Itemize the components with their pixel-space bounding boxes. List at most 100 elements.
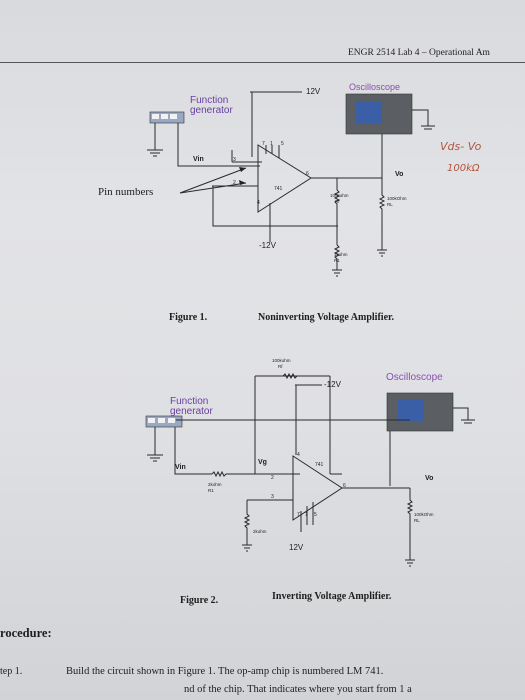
r-in-value: 2kohm xyxy=(208,482,222,487)
fig1-caption-title: Noninverting Voltage Amplifier. xyxy=(258,312,395,323)
fig2-oscilloscope-label: Oscilloscope xyxy=(386,372,443,383)
pin-numbers-label: Pin numbers xyxy=(98,186,154,198)
fg-label-line: Function xyxy=(190,95,229,106)
scope-ground xyxy=(412,109,435,130)
fig2-chip-label: 741 xyxy=(315,462,324,468)
fg-label-line: Function xyxy=(170,396,209,407)
fg-display xyxy=(148,418,155,423)
rl-value: 100kOhm xyxy=(387,196,407,201)
fig1-rf-label: 100kohm Rf xyxy=(330,193,349,205)
figure1-schematic xyxy=(147,91,435,277)
vin-wire xyxy=(174,427,212,475)
fig2-vin-label: Vin xyxy=(175,464,186,471)
feedback-wires xyxy=(254,376,331,474)
rf-value: 100kohm xyxy=(272,358,291,363)
r-in-name: R1 xyxy=(208,488,214,493)
opamp-triangle xyxy=(292,455,343,521)
fig2-vg-label: Vg xyxy=(258,459,267,466)
header-rule xyxy=(0,62,525,63)
rf-value: 100kohm xyxy=(330,193,349,198)
fg-label-line: generator xyxy=(170,406,213,417)
pin-stubs xyxy=(300,502,314,532)
r-in-resistor xyxy=(211,470,300,478)
fig2-caption-label: Figure 2. xyxy=(180,595,219,606)
fig2-pin-2: 2 xyxy=(271,475,274,481)
vin-wire xyxy=(177,123,260,167)
opamp-triangle xyxy=(257,144,312,213)
fig2-pos-supply: 12V xyxy=(289,543,304,552)
step-text: Build the circuit shown in Figure 1. The… xyxy=(66,666,384,677)
fig2-pin-5: 5 xyxy=(314,512,317,518)
rl-value: 100kOhm xyxy=(414,512,434,517)
fg-display xyxy=(168,418,175,423)
fig2-rl-label: 100kOhm RL xyxy=(414,512,434,524)
rl-name: RL xyxy=(387,202,393,207)
fig2-vo-label: Vo xyxy=(425,475,434,482)
fg-display xyxy=(170,114,177,119)
fig2-function-generator-label: Function generator xyxy=(170,397,213,417)
r1-name: R1 xyxy=(334,258,340,263)
fig2-rf-label: 100kohm Rf xyxy=(272,358,291,370)
fig1-rl-label: 100kOhm RL xyxy=(387,196,407,208)
output-wire xyxy=(311,177,382,190)
fig1-r1-label: 1kohm R1 xyxy=(334,252,348,264)
rl-resistor xyxy=(378,178,386,250)
fig1-oscilloscope-label: Oscilloscope xyxy=(349,82,401,92)
fig1-vo-label: Vo xyxy=(395,171,404,178)
pin-stubs xyxy=(265,145,280,158)
handwritten-resistance: 100kΩ xyxy=(447,163,480,174)
pin-pointer-arrows xyxy=(179,167,247,194)
rf-name: Rf xyxy=(335,199,340,204)
r1-ground xyxy=(332,269,342,277)
scope-screen xyxy=(356,101,382,123)
fig2-pin-7: 7 xyxy=(297,512,300,518)
fig2-pin-1: 1 xyxy=(305,512,308,518)
r-ground-resistor xyxy=(243,499,293,545)
fig1-pin-4: 4 xyxy=(257,200,260,206)
fig1-pin-7: 7 xyxy=(262,141,265,147)
r1-resistor xyxy=(333,244,341,270)
output-wire xyxy=(330,473,410,489)
scope-ground xyxy=(453,407,475,424)
course-header: ENGR 2514 Lab 4 – Operational Am xyxy=(348,48,490,58)
fg-ground xyxy=(147,427,163,462)
pos-supply-wire xyxy=(250,91,302,157)
fg-ground xyxy=(147,123,163,157)
procedure-heading: rocedure: xyxy=(0,626,52,640)
fig1-caption-label: Figure 1. xyxy=(169,312,208,323)
fig1-chip-label: 741 xyxy=(274,186,283,192)
fig1-pin-1: 1 xyxy=(270,141,273,147)
fig1-pin-3: 3 xyxy=(233,157,236,163)
fig1-vin-label: Vin xyxy=(193,156,204,163)
fig2-r-gnd-label: 2kohm xyxy=(253,529,267,534)
handwritten-formula: Vds- Vo xyxy=(440,140,482,153)
rl-resistor xyxy=(406,488,414,560)
feedback-bottom-wire xyxy=(212,186,338,227)
fg-display xyxy=(161,114,168,119)
arrow-heads xyxy=(239,167,246,185)
fig1-pin-5: 5 xyxy=(281,141,284,147)
rl-ground xyxy=(405,559,415,567)
rl-name: RL xyxy=(414,518,420,523)
fig1-pin-2: 2 xyxy=(233,180,236,186)
rf-name: Rf xyxy=(278,364,283,369)
fig1-function-generator-label: Function generator xyxy=(190,96,233,116)
rl-ground xyxy=(377,249,387,257)
fig1-neg-supply: -12V xyxy=(259,241,276,250)
wire xyxy=(231,150,262,163)
r1-value: 1kohm xyxy=(334,252,348,257)
fig2-neg-supply: -12V xyxy=(324,380,341,389)
fg-display xyxy=(158,418,165,423)
fig1-pos-supply: 12V xyxy=(306,87,321,96)
fig2-caption-title: Inverting Voltage Amplifier. xyxy=(272,591,392,602)
fg-display xyxy=(152,114,159,119)
rf-resistor xyxy=(333,189,341,245)
fig2-pin-4: 4 xyxy=(297,452,300,458)
fig1-pin-6: 6 xyxy=(306,171,309,177)
r-ground-ground xyxy=(242,544,252,552)
fig2-pin-6: 6 xyxy=(343,483,346,489)
step-text-continued: nd of the chip. That indicates where you… xyxy=(184,684,412,695)
fig2-r-in-label: 2kohm R1 xyxy=(208,482,222,494)
fig2-pin-3: 3 xyxy=(271,494,274,500)
